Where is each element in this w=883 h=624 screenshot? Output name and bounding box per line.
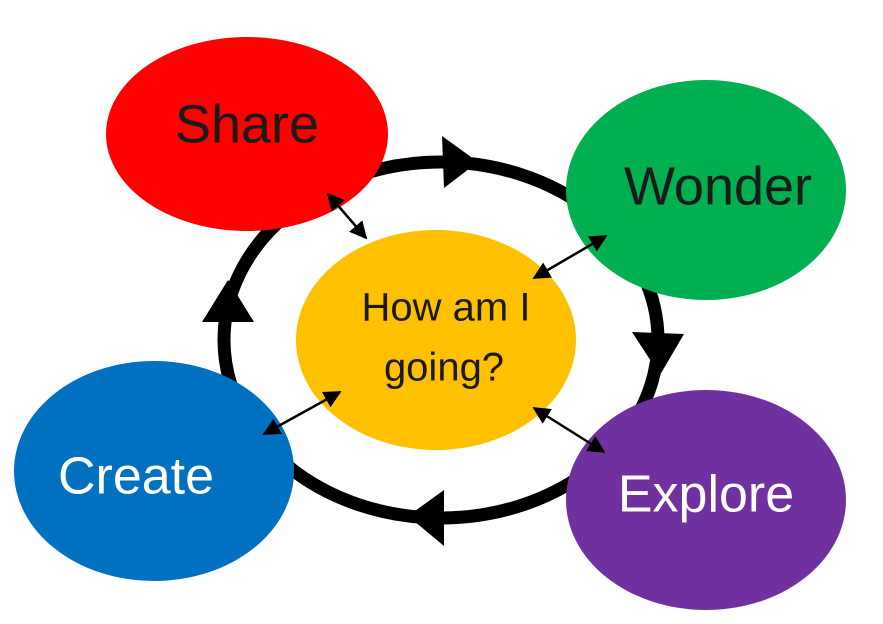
center-label-line1: How am I bbox=[362, 286, 531, 330]
explore-node bbox=[566, 390, 846, 610]
center-label-line2: going? bbox=[384, 346, 504, 390]
create-label: Create bbox=[58, 448, 214, 506]
share-node bbox=[106, 37, 388, 231]
wonder-label: Wonder bbox=[624, 156, 812, 216]
cycle-arrow-top bbox=[442, 136, 478, 188]
wonder-node bbox=[566, 80, 846, 300]
cycle-arrow-bottom bbox=[408, 490, 444, 546]
connector-wonder-center bbox=[532, 234, 608, 280]
connector-create-center bbox=[262, 390, 342, 436]
share-label: Share bbox=[175, 94, 319, 154]
create-node bbox=[14, 361, 294, 581]
cycle-arrow-right bbox=[632, 332, 684, 375]
center-node bbox=[296, 230, 576, 450]
explore-label: Explore bbox=[618, 466, 794, 524]
connector-share-center bbox=[326, 192, 368, 240]
cycle-arrow-left bbox=[202, 280, 254, 322]
connector-explore-center bbox=[532, 406, 606, 454]
